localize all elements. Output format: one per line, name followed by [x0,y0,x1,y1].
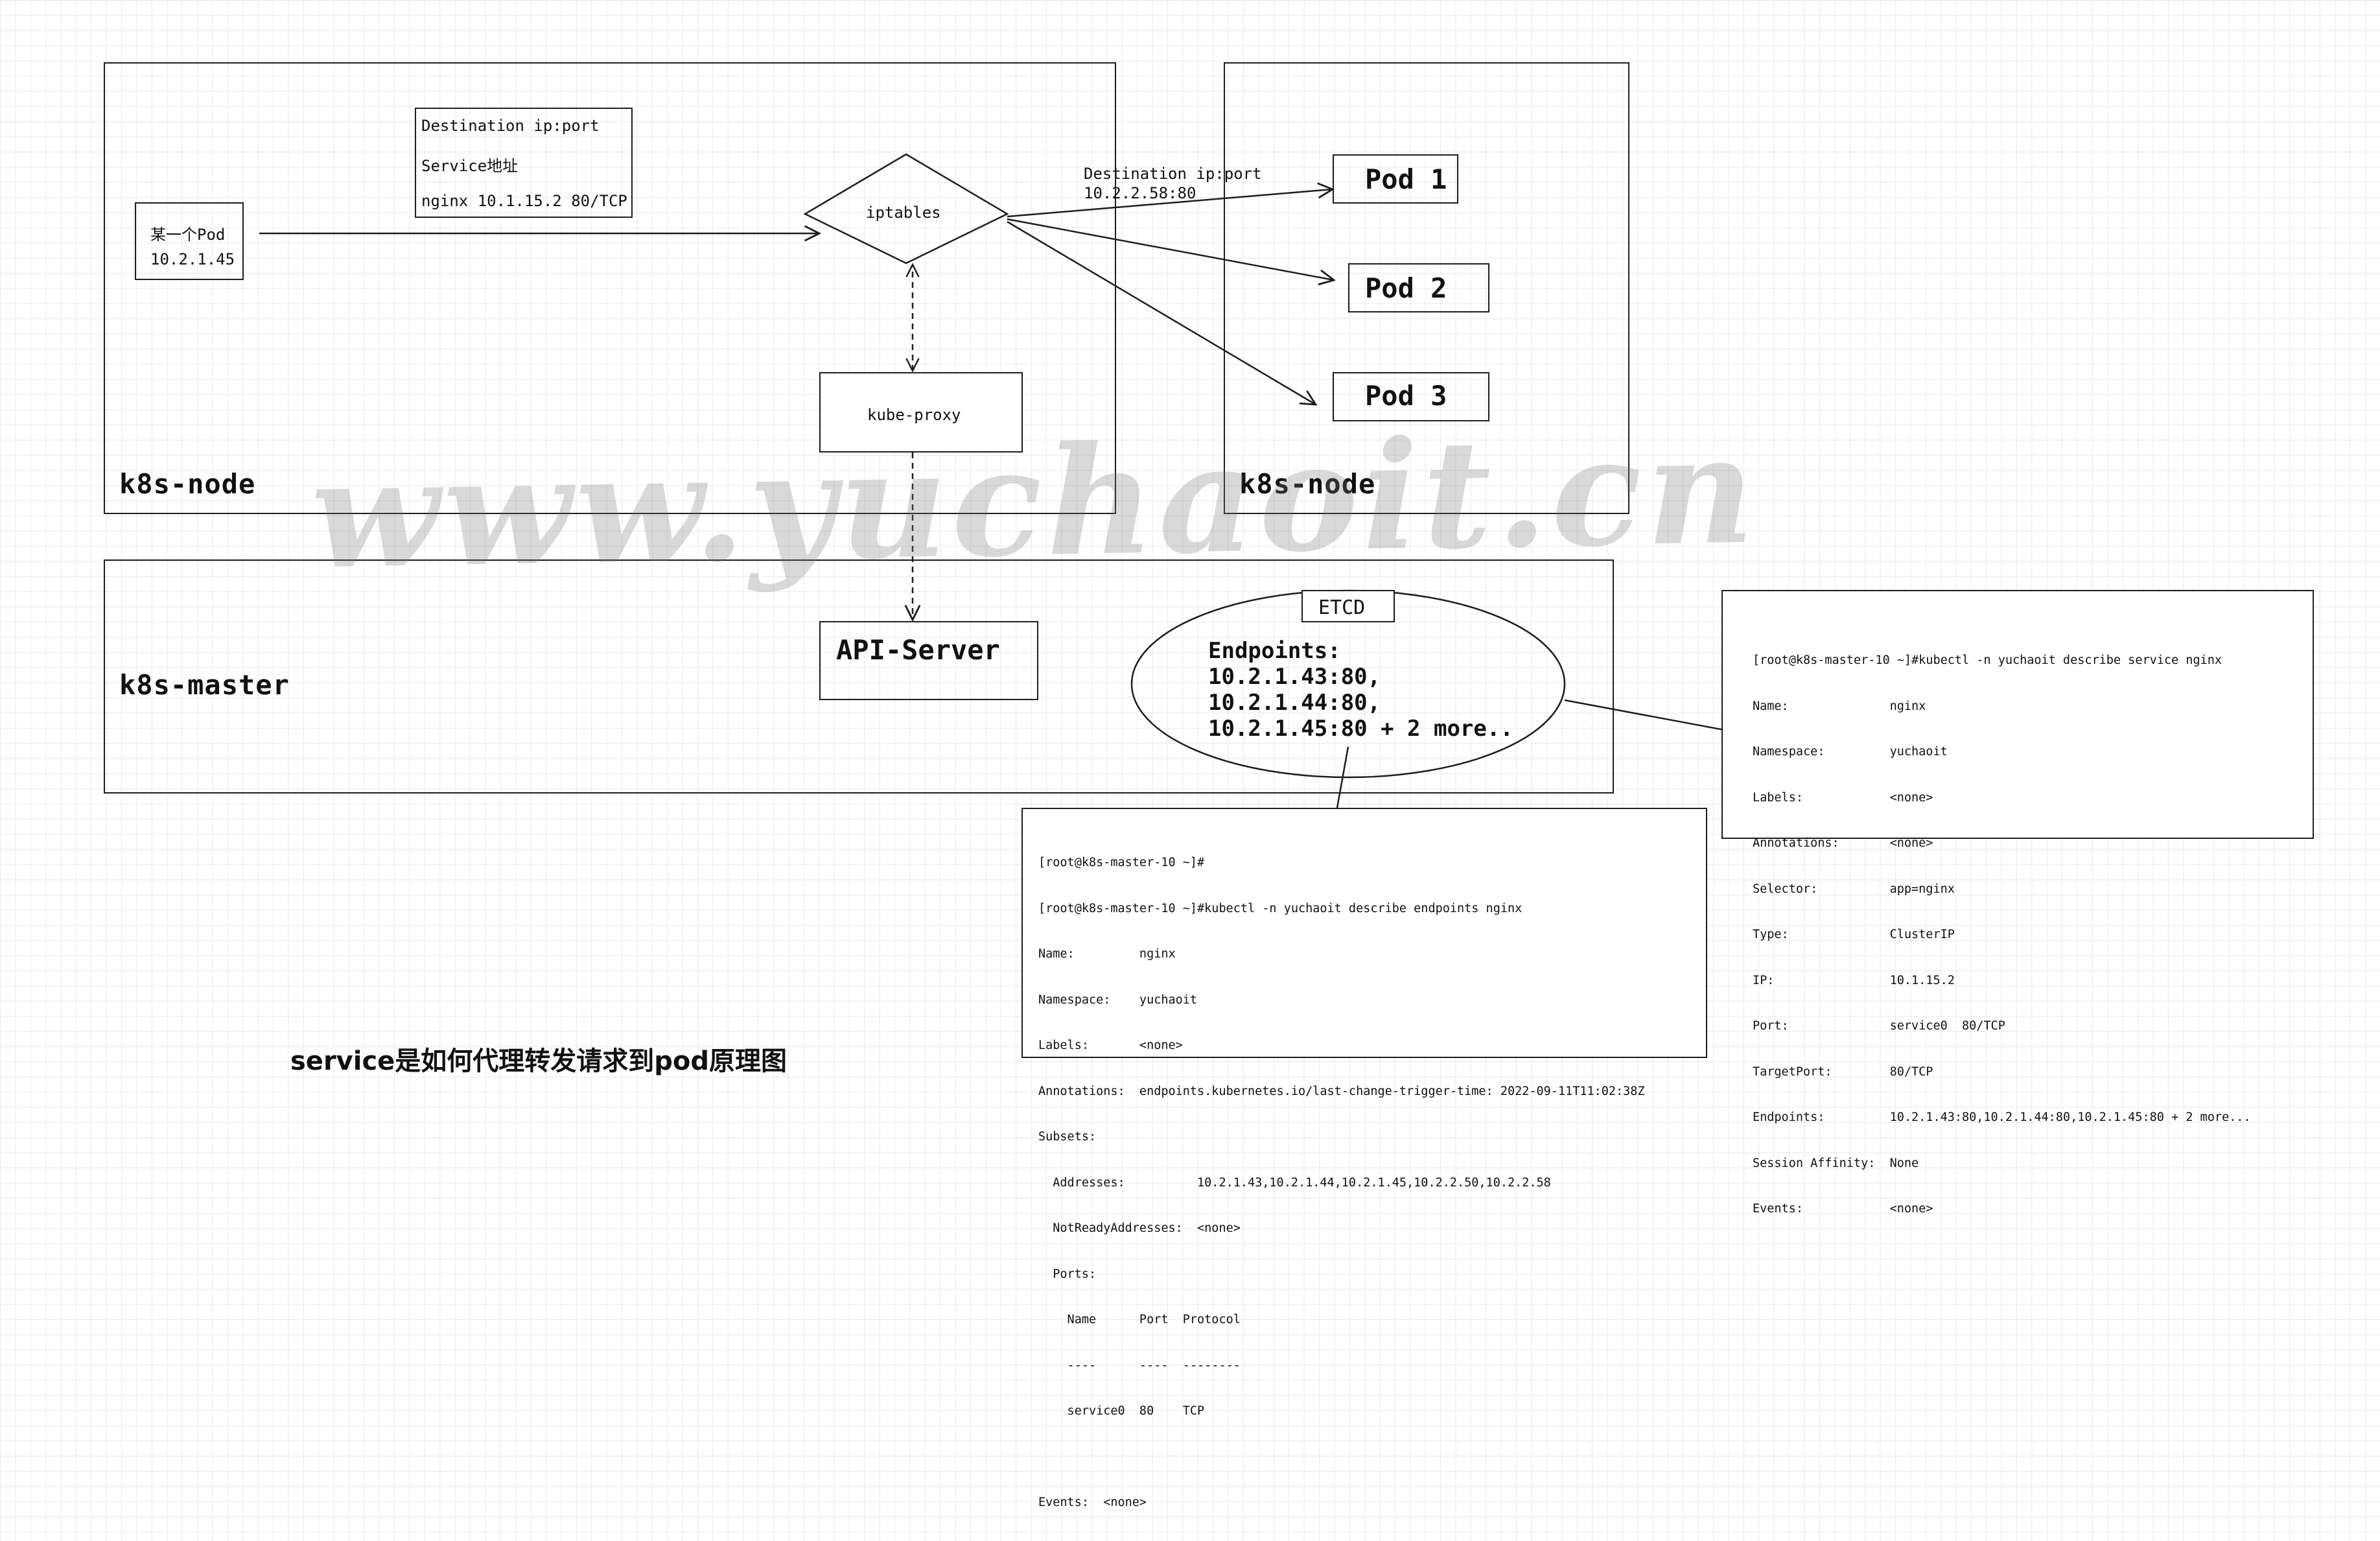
destination-note-title: Destination ip:port [421,117,600,135]
pod-2-label: Pod 2 [1365,272,1447,304]
terminal-line: Namespace: yuchaoit [1753,745,1948,759]
etcd-endpoint-3: 10.2.1.45:80 + 2 more.. [1208,716,1513,742]
arrow-iptables-to-pod2 [1007,218,1334,280]
terminal-line: NotReadyAddresses: <none> [1038,1221,1241,1235]
terminal-line: Annotations: endpoints.kubernetes.io/las… [1038,1084,1645,1098]
k8s-master-frame [104,559,1614,794]
k8s-node-right-frame [1224,62,1629,514]
terminal-line: Addresses: 10.2.1.43,10.2.1.44,10.2.1.45… [1038,1175,1551,1190]
arrow-iptables-to-pod3 [1007,220,1316,405]
etcd-tag-label: ETCD [1318,596,1366,619]
terminal-line: Name Port Protocol [1038,1313,1241,1326]
etcd-endpoint-1: 10.2.1.43:80, [1208,664,1381,690]
terminal-line [1038,1450,1645,1465]
terminal-line: [root@k8s-master-10 ~]#kubectl -n yuchao… [1753,653,2222,667]
api-server-box: API-Server [819,621,1038,700]
terminal-line: Name: nginx [1038,947,1176,961]
terminal-line: [root@k8s-master-10 ~]# [1038,856,1205,869]
destination-note-service: Service地址 [421,157,519,175]
terminal-line: Events: <none> [1038,1496,1147,1509]
service-terminal-text: [root@k8s-master-10 ~]#kubectl -n yuchao… [1753,622,2251,1247]
terminal-line: ---- ---- -------- [1038,1358,1241,1372]
destination-note: Destination ip:port Service地址 nginx 10.1… [415,108,633,218]
kube-proxy-box: kube-proxy [819,372,1023,453]
pod-1-box: Pod 1 [1333,154,1458,204]
pod-2-box: Pod 2 [1348,263,1489,312]
terminal-line: Namespace: yuchaoit [1038,993,1198,1007]
terminal-line: Labels: <none> [1038,1039,1183,1052]
pod-1-label: Pod 1 [1365,163,1447,195]
terminal-line: [root@k8s-master-10 ~]#kubectl -n yuchao… [1038,901,1522,915]
kube-proxy-label: kube-proxy [867,406,961,424]
k8s-node-left-frame [104,62,1116,514]
etcd-endpoint-2: 10.2.1.44:80, [1208,690,1381,716]
terminal-line: Ports: [1038,1267,1097,1281]
pod-3-box: Pod 3 [1333,372,1489,421]
terminal-line: Subsets: [1038,1130,1097,1144]
arrow-destination-address: 10.2.2.58:80 [1084,184,1196,202]
terminal-line: Name: nginx [1753,699,1926,713]
terminal-line: Labels: <none> [1753,790,1933,805]
terminal-line: service0 80 TCP [1038,1404,1205,1418]
service-describe-terminal: [root@k8s-master-10 ~]#kubectl -n yuchao… [1721,590,2314,1216]
api-server-label: API-Server [836,634,1000,666]
terminal-line: IP: 10.1.15.2 [1753,973,1955,987]
etcd-endpoints-title: Endpoints: [1208,638,1341,664]
source-pod-box: 某一个Pod 10.2.1.45 [135,202,244,280]
terminal-line: Annotations: <none> [1753,836,1933,850]
etcd-tag: ETCD [1301,590,1395,622]
arrow-etcd-to-service-terminal [1564,699,1738,733]
terminal-line: TargetPort: 80/TCP [1753,1065,1933,1079]
terminal-line: Endpoints: 10.2.1.43:80,10.2.1.44:80,10.… [1753,1111,2251,1124]
terminal-line: Session Affinity: None [1753,1156,1919,1170]
k8s-node-left-label: k8s-node [119,468,256,500]
endpoints-describe-terminal: [root@k8s-master-10 ~]# [root@k8s-master… [1021,808,1707,1509]
pod-3-label: Pod 3 [1365,380,1447,412]
k8s-master-label: k8s-master [119,669,290,701]
source-pod-name: 某一个Pod [150,226,226,244]
arrow-destination-title: Destination ip:port [1084,165,1262,183]
iptables-label: iptables [866,204,941,222]
terminal-line: Port: service0 80/TCP [1753,1019,2005,1033]
diagram-caption: service是如何代理转发请求到pod原理图 [290,1046,788,1076]
terminal-line: Events: <none> [1753,1202,1933,1216]
terminal-line: Selector: app=nginx [1753,882,1955,896]
terminal-line: Type: ClusterIP [1753,928,1955,941]
k8s-node-right-label: k8s-node [1239,468,1376,500]
arrow-iptables-to-pod1 [1007,189,1333,218]
source-pod-ip: 10.2.1.45 [150,250,235,268]
endpoints-terminal-text: [root@k8s-master-10 ~]# [root@k8s-master… [1038,825,1645,1541]
destination-note-address: nginx 10.1.15.2 80/TCP [421,192,627,210]
